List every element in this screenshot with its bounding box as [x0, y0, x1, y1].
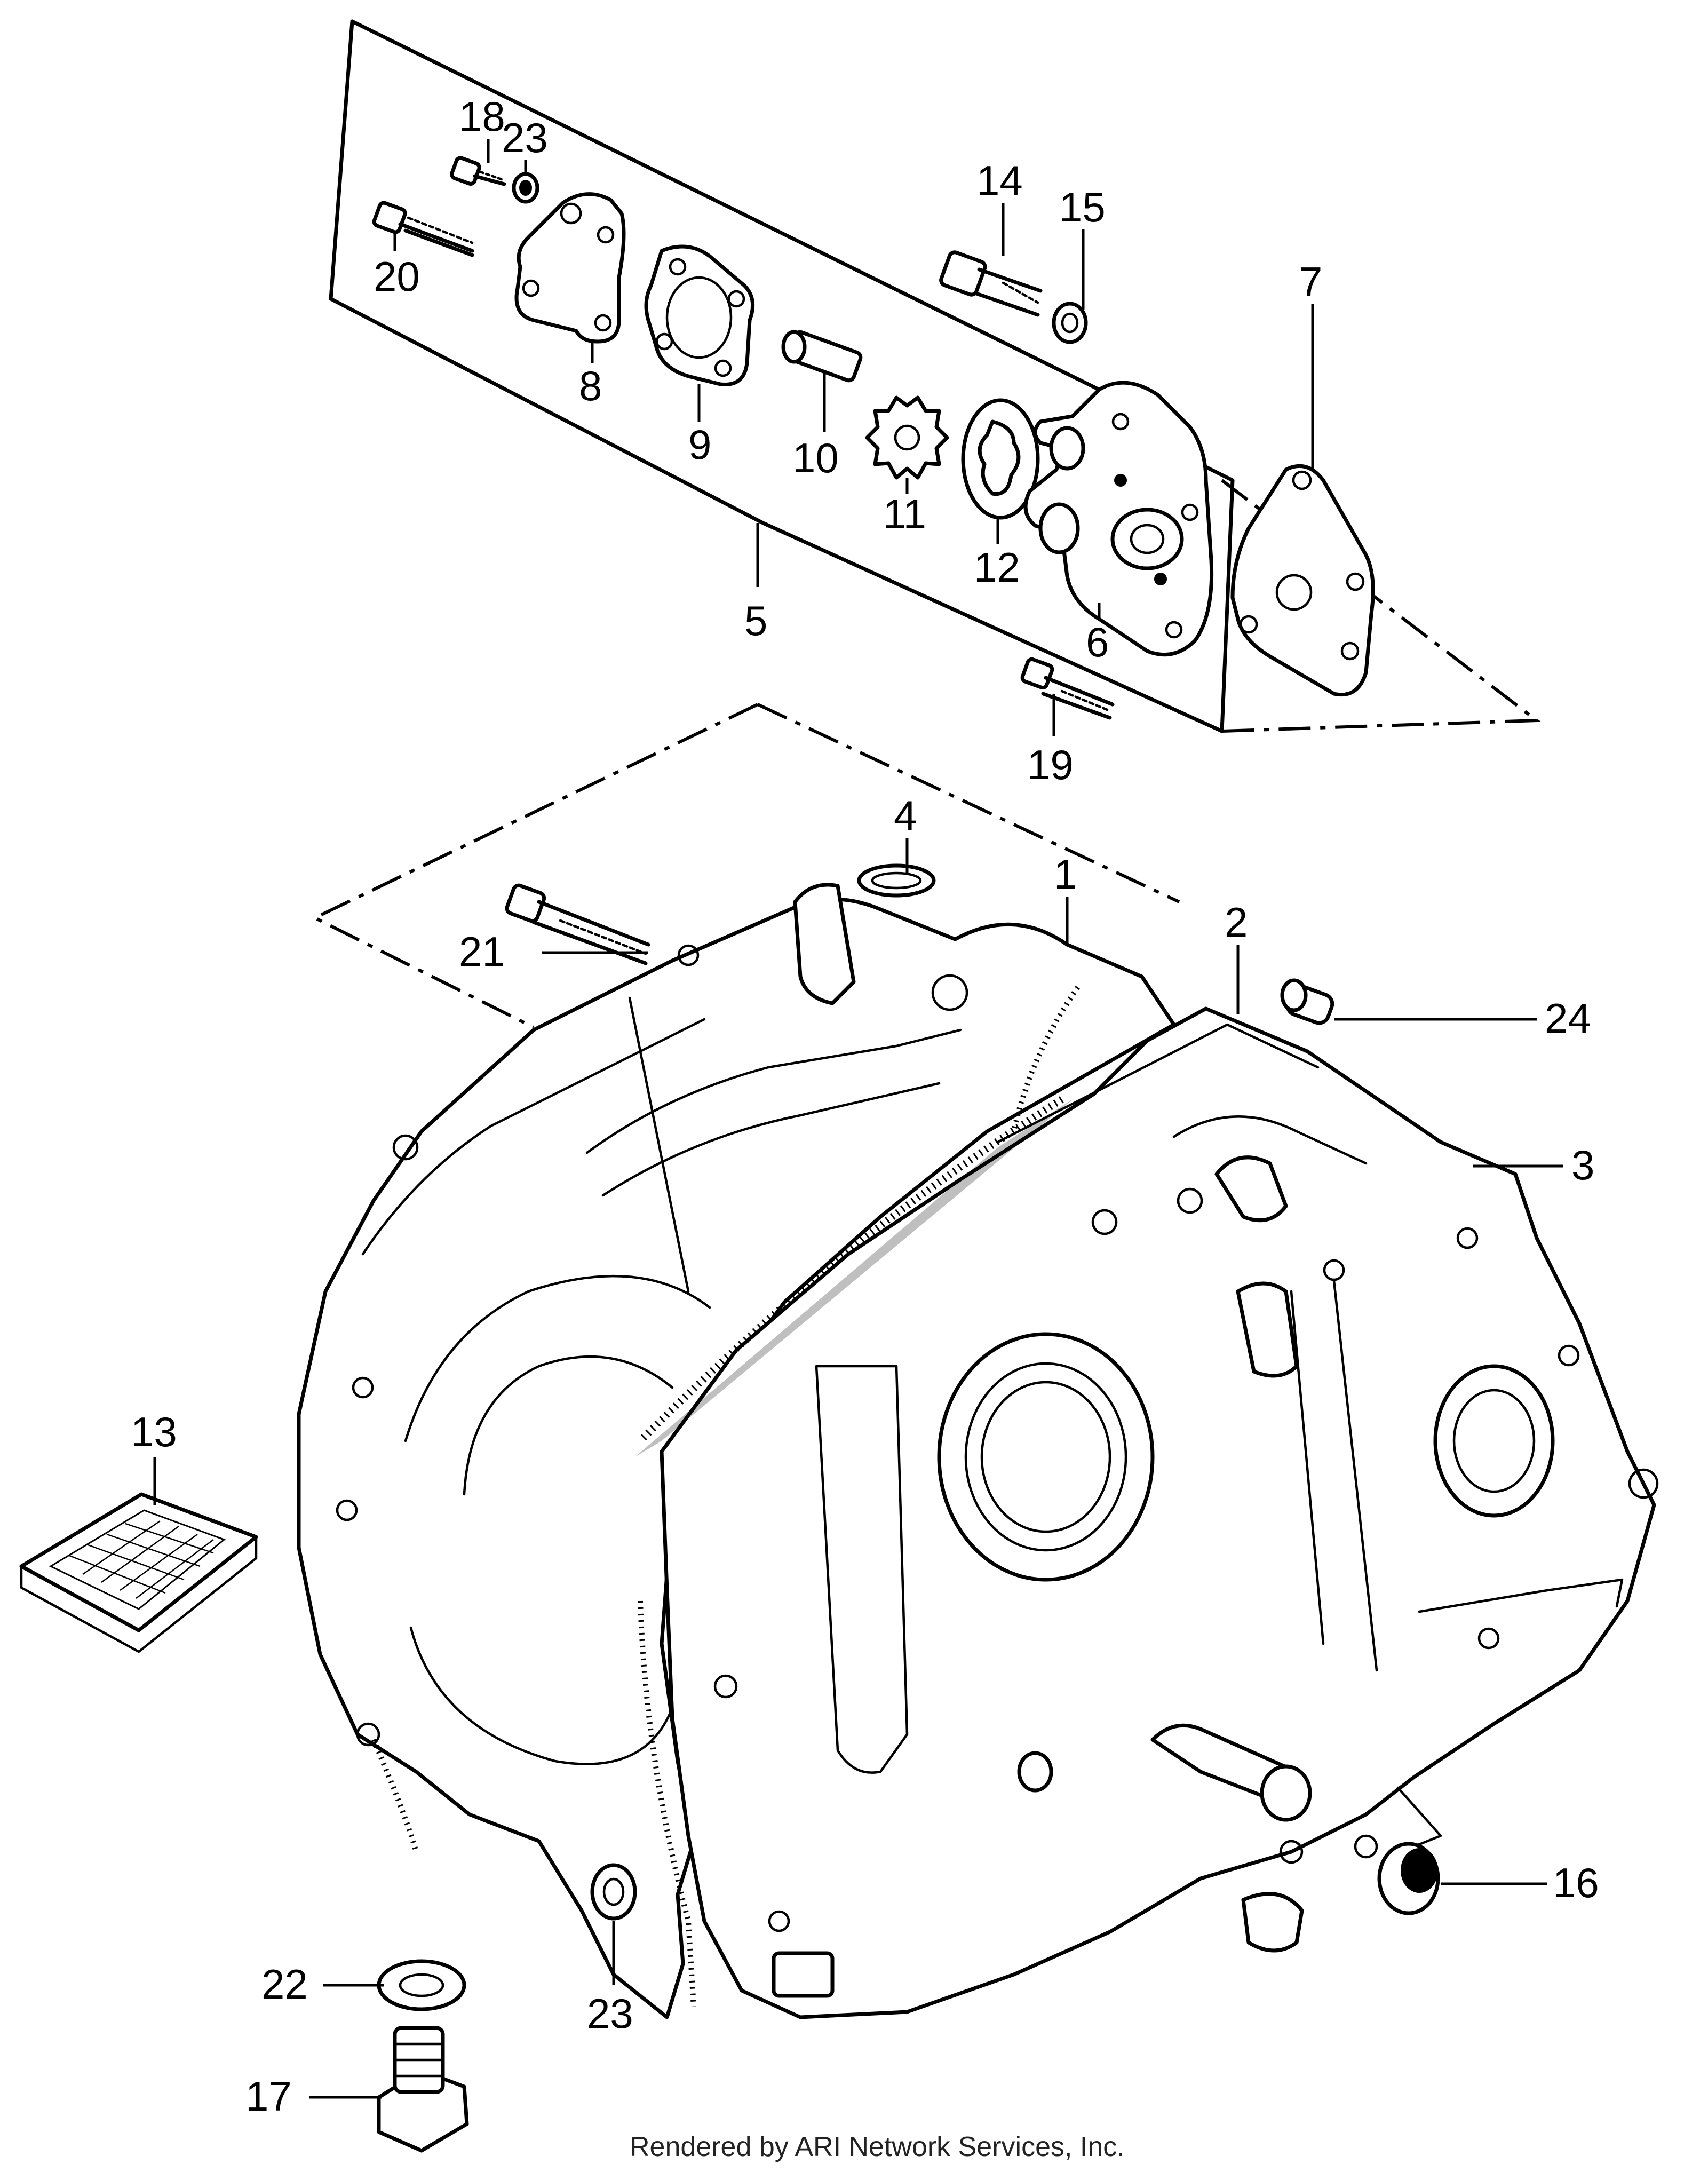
crankcase-outline-box	[311, 703, 1180, 1029]
inner-rotor-11	[865, 395, 949, 480]
callout-7: 7	[1299, 258, 1322, 305]
outer-rotor-12	[961, 398, 1040, 520]
gasket-9	[644, 244, 755, 386]
callout-labels: 18 23 20 8 9 10 11 12 6 5 7 14 15 19 4 1…	[131, 93, 1599, 2120]
callout-17: 17	[245, 2073, 292, 2120]
callout-16: 16	[1553, 1859, 1599, 1906]
callout-6: 6	[1086, 619, 1109, 665]
callout-19: 19	[1027, 741, 1074, 788]
callout-11: 11	[883, 490, 926, 537]
callout-5: 5	[744, 597, 767, 644]
callout-8: 8	[579, 362, 602, 409]
callout-24: 24	[1545, 995, 1591, 1042]
bolt-14	[939, 250, 1043, 317]
footer-credit: Rendered by ARI Network Services, Inc.	[630, 2131, 1125, 2162]
bolt-20	[372, 201, 474, 257]
sealing-washer-22	[377, 1959, 466, 2011]
gasket-7	[1230, 464, 1375, 697]
callout-9: 9	[688, 421, 711, 468]
pump-body-6	[1023, 381, 1214, 657]
left-crankcase-half	[297, 883, 1176, 2019]
o-ring-4	[857, 863, 936, 898]
pump-cover-8	[514, 192, 626, 344]
callout-12: 12	[974, 544, 1020, 591]
dowel-pin-24	[1280, 978, 1334, 1025]
washer-23-bottom	[590, 1863, 637, 1921]
bolt-18	[450, 156, 506, 186]
right-crankcase-half	[660, 1006, 1659, 2019]
callout-22: 22	[261, 1961, 308, 2008]
drain-bolt-17	[377, 2026, 469, 2153]
callout-2: 2	[1225, 899, 1248, 946]
callout-18: 18	[459, 93, 505, 140]
callout-10: 10	[792, 434, 839, 481]
bolt-21	[505, 883, 650, 965]
crankcase-gasket-stipple	[371, 986, 1081, 2007]
washer-15	[1052, 302, 1088, 344]
callout-21: 21	[459, 928, 505, 975]
oil-seal-16	[1377, 1842, 1440, 1915]
bolt-19	[1020, 657, 1115, 720]
callout-23-top: 23	[502, 114, 548, 161]
callout-3: 3	[1571, 1142, 1594, 1188]
leader-lines	[153, 139, 1563, 2099]
callout-20: 20	[374, 253, 420, 300]
oil-strainer-screen-13	[19, 1492, 258, 1653]
callout-23-bottom: 23	[587, 1990, 633, 2037]
callout-14: 14	[976, 157, 1023, 204]
callout-13: 13	[131, 1408, 177, 1455]
callout-1: 1	[1054, 851, 1077, 898]
pump-shaft-10	[781, 330, 863, 383]
callout-15: 15	[1059, 184, 1106, 231]
callout-4: 4	[894, 792, 917, 839]
washer-23-top	[512, 172, 539, 204]
